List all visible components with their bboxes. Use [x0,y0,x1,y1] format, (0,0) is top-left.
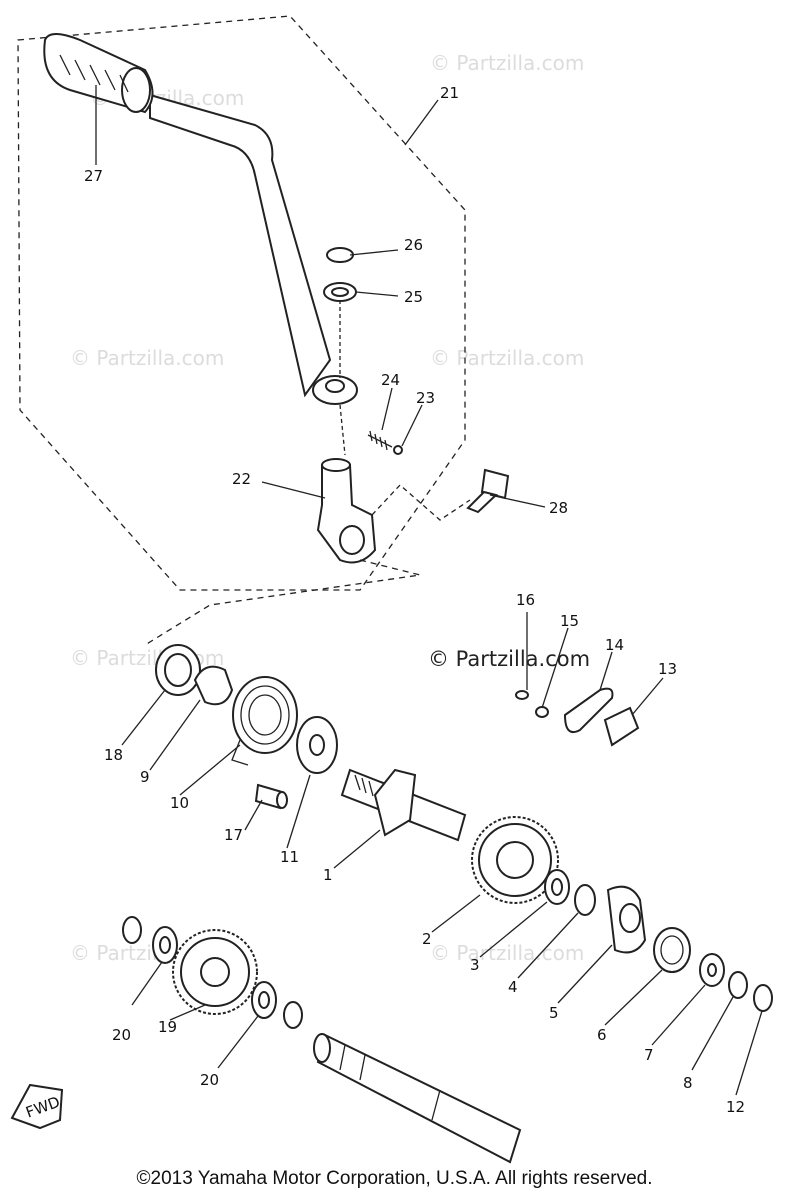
fwd-arrow-icon: FWD [10,1083,64,1130]
oil-seal-18 [155,644,201,696]
callouts: 27 21 26 25 24 23 22 28 16 15 14 13 18 9… [84,84,745,1116]
leader-lines [95,85,763,1096]
callout-11: 11 [280,848,299,866]
copyright-notice: ©2013 Yamaha Motor Corporation, U.S.A. A… [136,1168,653,1189]
callout-13: 13 [658,660,677,678]
kick-gear-2 [471,816,559,904]
collar-9 [193,665,234,706]
circlip-12 [753,984,773,1012]
callout-15: 15 [560,612,579,630]
ratchet-guide-14 [563,687,614,734]
kick-shaft-1 [340,768,467,842]
callout-20-right: 20 [200,1071,219,1089]
spring-6 [653,927,691,973]
callout-28: 28 [549,499,568,517]
circlip-8 [728,971,748,999]
callout-12: 12 [726,1098,745,1116]
circlip-4 [574,884,596,916]
callout-2: 2 [422,930,432,948]
callout-10: 10 [170,794,189,812]
washer-20-left [152,926,178,964]
callout-7: 7 [644,1046,654,1064]
washer-16 [515,690,529,700]
spring-24 [367,430,393,451]
callout-26: 26 [404,236,423,254]
callout-22: 22 [232,470,251,488]
callout-18: 18 [104,746,123,764]
callout-24: 24 [381,371,400,389]
callout-14: 14 [605,636,624,654]
callout-21: 21 [440,84,459,102]
circlip-20-left [122,916,142,944]
bolt-15 [535,706,549,718]
callout-6: 6 [597,1026,607,1044]
callout-9: 9 [140,768,150,786]
washer-11 [296,716,338,774]
ratchet-wheel-5 [606,885,647,954]
washer-7 [699,953,725,987]
kick-crank-arm [149,93,358,405]
callout-5: 5 [549,1004,559,1022]
callout-25: 25 [404,288,423,306]
callout-16: 16 [516,591,535,609]
stopper-13 [603,706,640,747]
watermark: © Partzilla.com [430,51,584,75]
ball-23 [393,445,403,455]
watermark: © Partzilla.com [430,941,584,965]
kick-grip-27 [43,33,154,114]
callout-4: 4 [508,978,518,996]
idle-gear-19 [172,929,258,1015]
bolt-28 [466,468,510,514]
washer-20-right [251,981,277,1019]
main-shaft [313,1033,522,1164]
callout-8: 8 [683,1074,693,1092]
watermark: © Partzilla.com [70,346,224,370]
callout-20-left: 20 [112,1026,131,1044]
kick-boss-22 [316,458,377,564]
callout-1: 1 [323,866,333,884]
washer-3 [544,869,570,905]
watermark: © Partzilla.com [430,346,584,370]
watermark: © Partzilla.com [70,646,224,670]
circlip-20-right [283,1001,303,1029]
callout-19: 19 [158,1018,177,1036]
washer-25 [323,282,357,302]
callout-27: 27 [84,167,103,185]
spring-bolt-17 [254,783,288,810]
watermark-center: © Partzilla.com [428,647,590,671]
callout-17: 17 [224,826,243,844]
kick-spring-10 [231,676,298,766]
clip-26 [326,247,354,263]
callout-3: 3 [470,956,480,974]
callout-23: 23 [416,389,435,407]
